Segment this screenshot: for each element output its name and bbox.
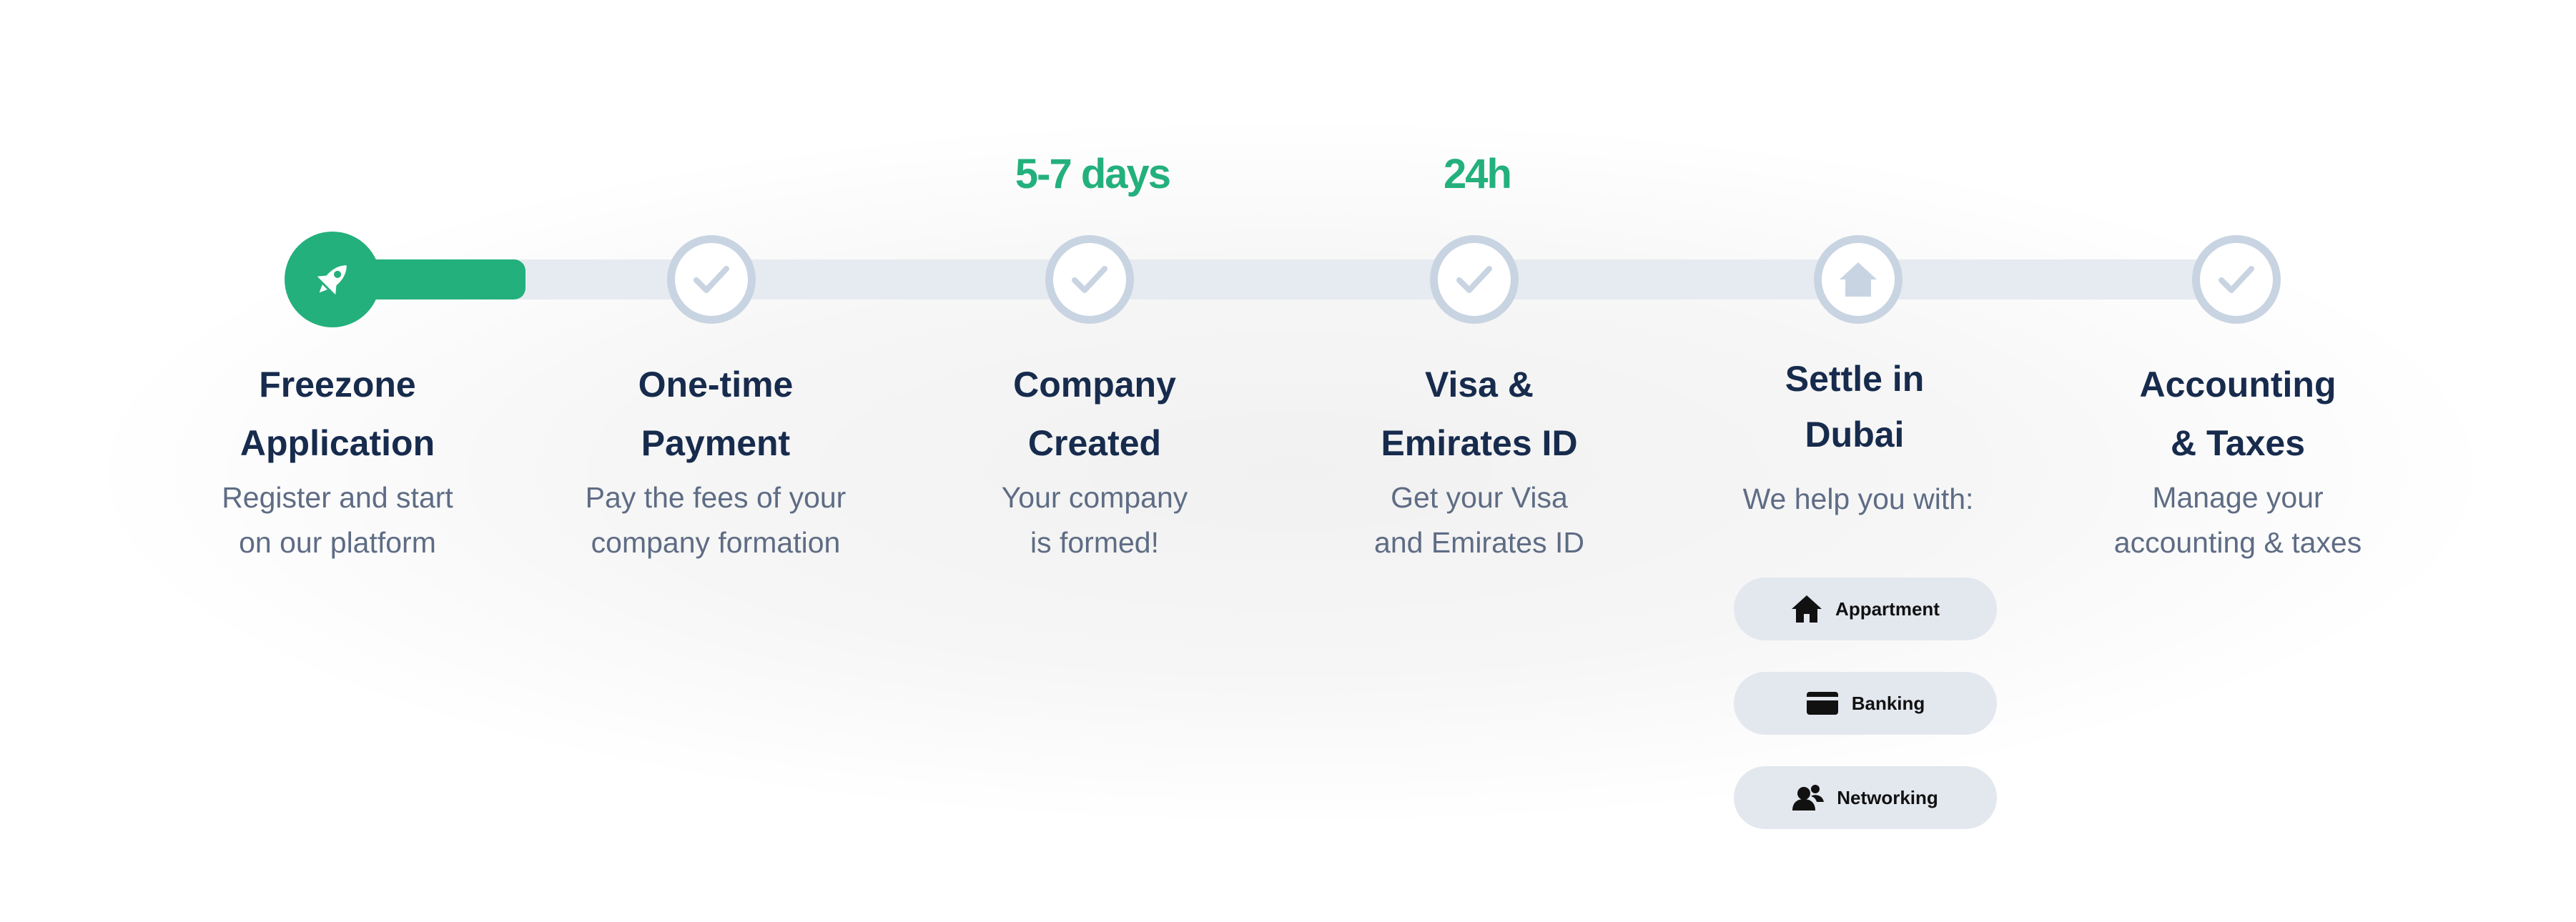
service-pill-banking[interactable]: Banking	[1734, 672, 1997, 735]
service-label: Appartment	[1835, 598, 1940, 620]
step-node-accounting[interactable]	[2192, 235, 2281, 324]
step-node-settle[interactable]	[1814, 235, 1903, 324]
duration-label-company: 5-7 days	[1015, 151, 1171, 197]
rocket-icon	[317, 265, 347, 295]
duration-label-visa: 24h	[1444, 151, 1512, 197]
step-node-payment[interactable]	[667, 235, 756, 324]
check-icon	[1072, 266, 1107, 293]
step-title-accounting: Accounting& Taxes	[2139, 365, 2336, 463]
step-node-visa[interactable]	[1430, 235, 1519, 324]
service-label: Banking	[1851, 692, 1925, 714]
step-node-company[interactable]	[1045, 235, 1134, 324]
house-icon	[1791, 595, 1822, 623]
help-text: We help you with:	[1742, 482, 1974, 515]
progress-track	[336, 259, 2238, 299]
step-title-visa: Visa &Emirates ID	[1381, 365, 1578, 463]
check-icon	[1456, 266, 1492, 293]
home-icon	[1840, 262, 1877, 297]
step-node-freezone[interactable]	[285, 232, 380, 327]
check-icon	[2219, 266, 2254, 293]
service-pill-appartment[interactable]: Appartment	[1734, 578, 1997, 640]
background-glow	[100, 122, 2481, 822]
people-icon	[1792, 783, 1825, 812]
check-icon	[694, 266, 729, 293]
service-label: Networking	[1837, 786, 1938, 808]
credit-card-icon	[1806, 691, 1839, 715]
service-pill-networking[interactable]: Networking	[1734, 766, 1997, 829]
